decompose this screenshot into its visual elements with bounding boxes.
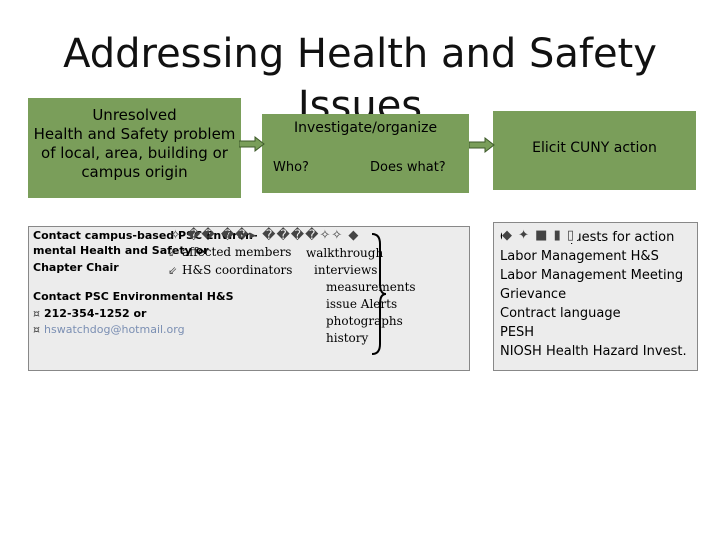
arrow-right-icon (239, 136, 265, 152)
arrow-right-icon (469, 137, 495, 153)
action-item: NIOSH Health Hazard Invest. (500, 344, 687, 359)
title-line-1: Addressing Health and Safety (63, 31, 657, 77)
does-item-photographs: photographs (326, 314, 403, 328)
unresolved-problem-box: Unresolved Health and Safety problem of … (28, 98, 241, 198)
right-actions-panel (493, 222, 698, 371)
right-brace-icon (371, 233, 387, 355)
does-item-interviews: interviews (314, 263, 378, 277)
unresolved-line-1: Unresolved (92, 106, 177, 124)
contact-psc-line: Contact PSC Environmental H&S (33, 290, 234, 303)
investigate-organize-box: Investigate/organize Who? Does what? (262, 114, 469, 193)
action-item: Grievance (500, 287, 567, 302)
bullet-icon: ⇙ (168, 264, 178, 277)
does-what-label: Does what? (370, 160, 446, 175)
contact-line-3: Chapter Chair (33, 261, 119, 274)
slide-title: Addressing Health and Safety Issues (0, 28, 720, 132)
garbled-glyphs: ✧ �� ��▸ ����✧✧ ◆ (170, 228, 360, 243)
email-icon: ¤ (33, 323, 40, 336)
who-item-hs-coordinators: H&S coordinators (182, 263, 293, 277)
action-item: PESH (500, 325, 535, 340)
action-item: Labor Management H&S (500, 249, 659, 264)
does-item-walkthrough: walkthrough (306, 246, 384, 260)
left-detail-panel (28, 226, 470, 371)
email-link[interactable]: hswatchdog@hotmail.org (44, 323, 185, 336)
contact-line-1: Contact campus-based PSC Environ- (33, 229, 258, 242)
unresolved-line-2: Health and Safety problem (33, 125, 236, 143)
does-item-measurements: measurements (326, 280, 416, 294)
who-label: Who? (273, 160, 309, 175)
action-list: Center, requests for action Labor Manage… (500, 228, 687, 361)
who-item-affected-members: affected members (182, 245, 292, 259)
investigate-heading: Investigate/organize (293, 120, 438, 136)
elicit-label: Elicit CUNY action (532, 140, 657, 156)
contact-line-2: mental Health and Safety or (33, 244, 209, 257)
action-item: Contract language (500, 306, 621, 321)
does-item-history: history (326, 331, 369, 345)
garbled-overlay-glyphs: ◆ ✦ ■ ▮ ▯ (502, 228, 578, 243)
elicit-action-box: Elicit CUNY action (493, 111, 696, 190)
action-item: Labor Management Meeting (500, 268, 684, 283)
phone-number: 212-354-1252 or (44, 307, 147, 320)
unresolved-line-4: campus origin (81, 163, 188, 181)
phone-icon: ¤ (33, 307, 40, 320)
unresolved-line-3: of local, area, building or (41, 144, 228, 162)
bullet-icon: ⇙ (168, 246, 178, 259)
